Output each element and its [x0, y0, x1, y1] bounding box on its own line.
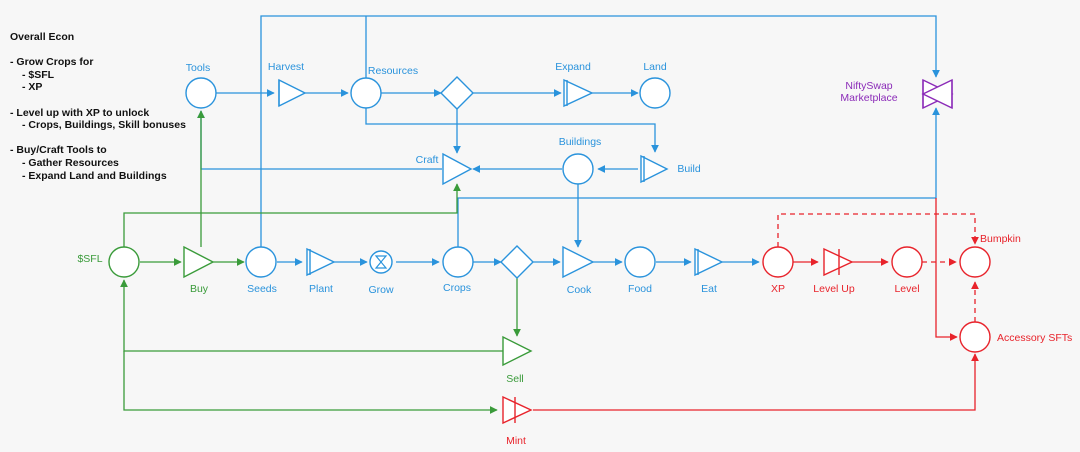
harvest-label: Harvest — [268, 61, 304, 73]
notes-buy-heading: - Buy/Craft Tools to — [10, 144, 107, 157]
craft-label: Craft — [416, 154, 439, 166]
edge-resources-build — [365, 108, 659, 153]
land-pool — [639, 77, 671, 109]
sell-triangle-icon — [502, 335, 533, 367]
marketplace-label-line2: Marketplace — [840, 92, 897, 104]
bumpkin-pool — [959, 246, 991, 278]
eat-label: Eat — [701, 283, 717, 295]
plant-label: Plant — [309, 283, 333, 295]
levelup-converter-icon — [823, 247, 854, 277]
eat-converter-icon — [694, 247, 724, 277]
land-label: Land — [643, 61, 667, 73]
labels: Tools Harvest Resources Expand Land Buil… — [77, 61, 1072, 447]
mint-label: Mint — [506, 435, 526, 447]
notes-level-item: - Crops, Buildings, Skill bonuses — [22, 119, 186, 132]
xp-pool — [762, 246, 794, 278]
green-flows — [120, 110, 521, 414]
crops-pool — [442, 246, 474, 278]
marketplace-trader-icon — [921, 78, 954, 110]
notes-grow-item: - $SFL — [22, 68, 55, 81]
edge-sfl-mint — [123, 351, 498, 414]
edge-seeds-to-marketplace — [260, 15, 940, 247]
levelup-label: Level Up — [813, 283, 855, 295]
level-label: Level — [894, 283, 919, 295]
buildings-label: Buildings — [559, 136, 602, 148]
expand-converter-icon — [563, 78, 594, 108]
edge-craft-tools — [197, 110, 442, 170]
notes-buy-item: - Gather Resources — [22, 156, 119, 169]
food-pool — [624, 246, 656, 278]
cook-label: Cook — [567, 284, 592, 296]
build-label: Build — [677, 163, 701, 175]
cook-triangle-icon — [562, 245, 595, 279]
seeds-pool — [245, 246, 277, 278]
craft-triangle-icon — [442, 152, 473, 186]
notes-title: Overall Econ — [10, 31, 75, 43]
tools-label: Tools — [186, 62, 211, 74]
plant-converter-icon — [306, 247, 336, 277]
notes-grow-heading: - Grow Crops for — [10, 56, 94, 69]
edge-mint-accessory — [533, 353, 979, 411]
resources-gate-diamond-icon — [440, 76, 474, 110]
edge-crops-marketplace — [457, 107, 940, 247]
edge-sfl-craft — [123, 183, 461, 247]
seeds-label: Seeds — [247, 283, 277, 295]
mint-converter-icon — [502, 395, 533, 425]
crops-gate-diamond-icon — [500, 245, 534, 279]
notes-grow-item: - XP — [22, 81, 43, 94]
accessory-pool — [959, 321, 991, 353]
crops-label: Crops — [443, 282, 471, 294]
grow-label: Grow — [368, 284, 394, 296]
harvest-converter-icon — [278, 78, 307, 108]
resources-label: Resources — [368, 65, 418, 77]
buildings-pool — [562, 153, 594, 185]
marketplace-label-line1: NiftySwap — [845, 80, 892, 92]
gates — [440, 76, 534, 279]
red-flows — [533, 198, 979, 411]
build-converter-icon — [640, 154, 669, 184]
accessory-label: Accessory SFTs — [997, 332, 1072, 344]
sfl-label: $SFL — [77, 253, 102, 265]
pools — [108, 77, 991, 353]
xp-label: XP — [771, 283, 785, 295]
notes-panel: Overall Econ - Grow Crops for - $SFL - X… — [10, 31, 186, 182]
buy-label: Buy — [190, 283, 209, 295]
expand-label: Expand — [555, 61, 591, 73]
grow-delay-icon — [369, 250, 393, 274]
edge-marketplace-accessory — [935, 198, 958, 341]
red-dashed-flows — [777, 213, 979, 322]
notes-buy-item: - Expand Land and Buildings — [22, 169, 167, 182]
edge-xp-bumpkin — [777, 213, 979, 247]
converters — [278, 78, 854, 425]
bumpkin-label: Bumpkin — [980, 233, 1021, 245]
sell-label: Sell — [506, 373, 524, 385]
tools-pool — [185, 77, 217, 109]
resources-pool — [350, 77, 382, 109]
food-label: Food — [628, 283, 652, 295]
sfl-pool — [108, 246, 140, 278]
buy-triangle-icon — [183, 245, 215, 279]
notes-level-heading: - Level up with XP to unlock — [10, 106, 150, 119]
sources-sinks — [183, 152, 595, 367]
level-pool — [891, 246, 923, 278]
